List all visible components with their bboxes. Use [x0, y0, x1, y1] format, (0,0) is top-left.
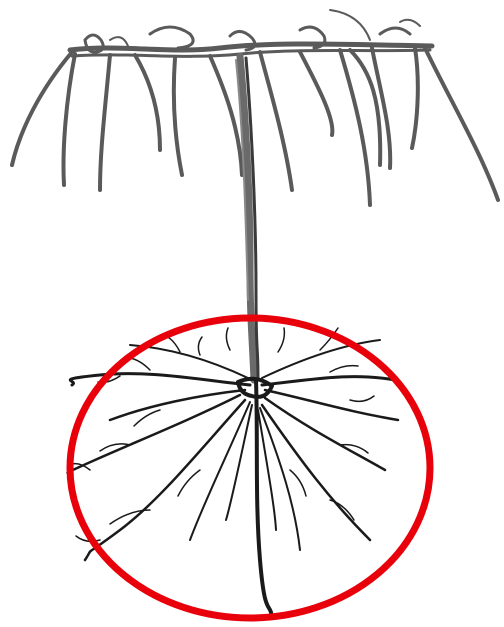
canopy-bar	[70, 10, 432, 56]
main-stem	[236, 56, 258, 380]
